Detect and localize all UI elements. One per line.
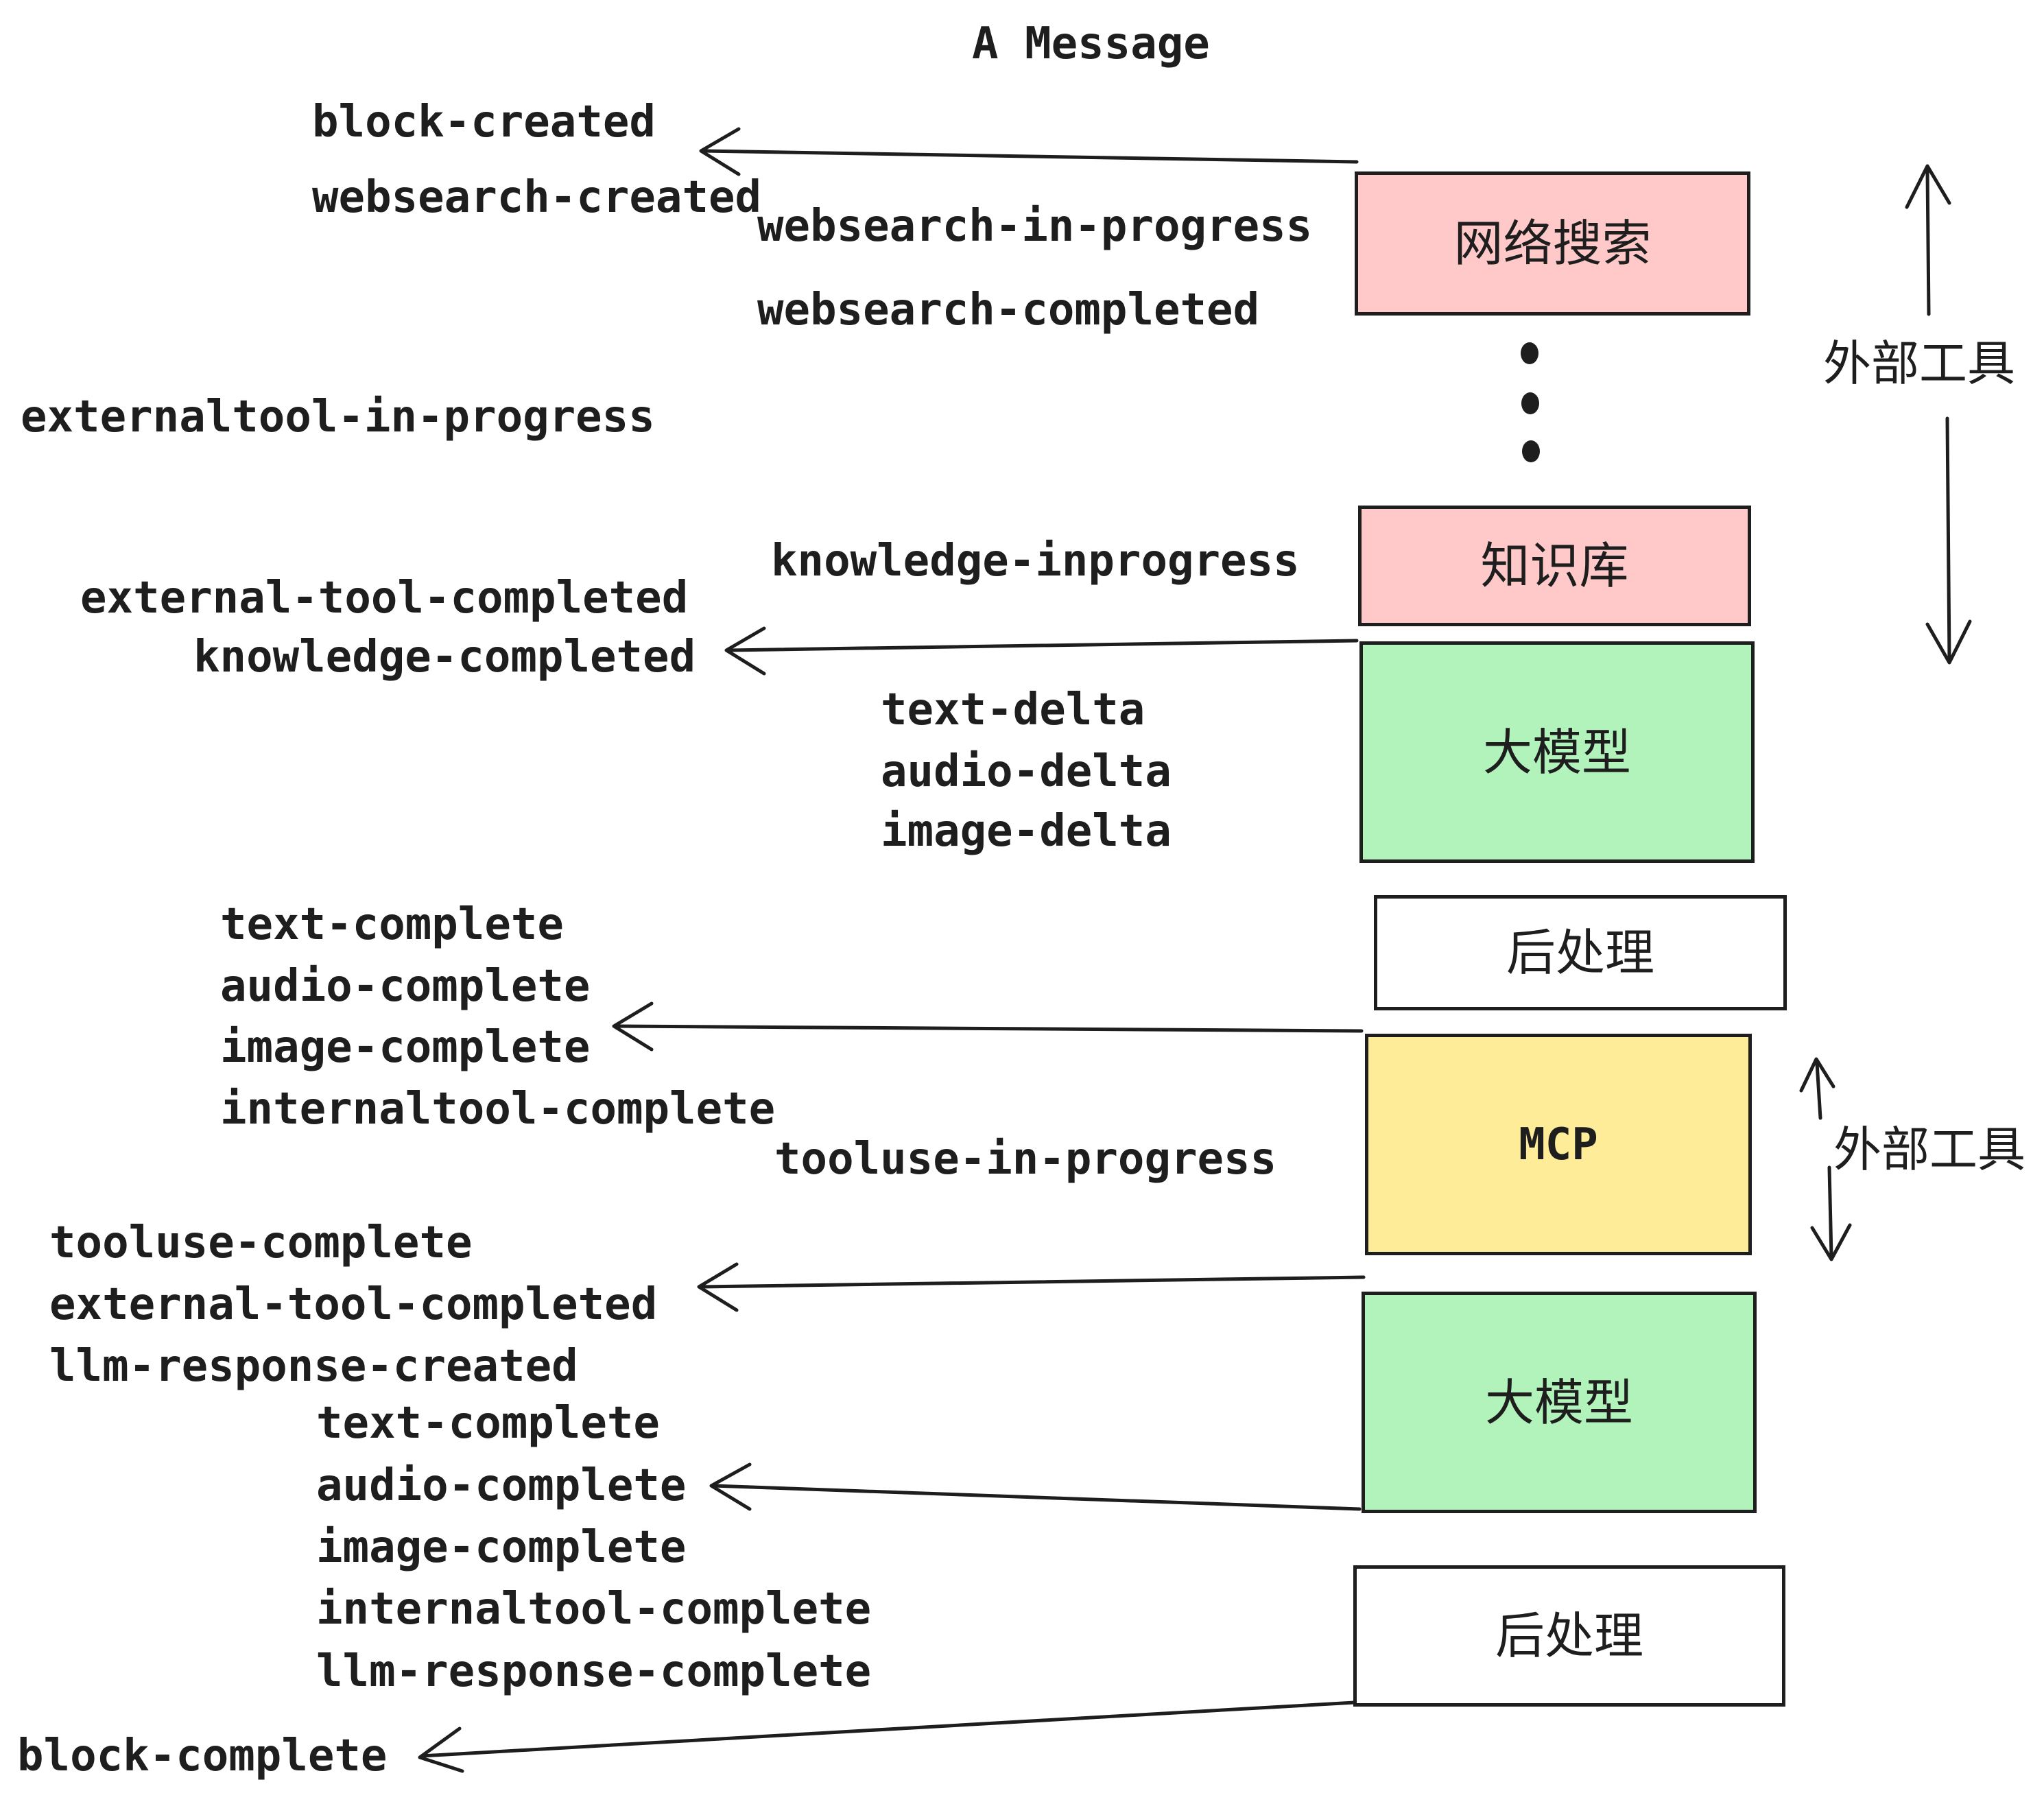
node-llm-1-label: 大模型	[1482, 723, 1631, 781]
node-llm-1: 大模型	[1359, 641, 1755, 863]
event-audio-delta: audio-delta	[881, 746, 1172, 797]
event-tooluse-complete: tooluse-complete	[49, 1218, 473, 1268]
node-web-search: 网络搜索	[1355, 171, 1750, 316]
event-knowledge-completed: knowledge-completed	[193, 632, 696, 683]
node-postprocess-2-label: 后处理	[1495, 1607, 1643, 1665]
arrow-to-block-complete	[418, 1700, 1357, 1773]
external-tools-span-arrow-1	[1905, 164, 1972, 665]
event-externaltool-in-progress: externaltool-in-progress	[21, 392, 655, 442]
external-tools-label-2: 外部工具	[1833, 1121, 2025, 1178]
page-title: A Message	[972, 19, 1210, 69]
event-image-complete: image-complete	[220, 1022, 591, 1073]
node-mcp: MCP	[1365, 1034, 1752, 1255]
event-image-delta: image-delta	[881, 806, 1172, 857]
node-postprocess-1-label: 后处理	[1506, 924, 1654, 982]
event-external-tool-completed: external-tool-completed	[80, 573, 689, 624]
event-audio-complete: audio-complete	[220, 961, 591, 1012]
event-tooluse-in-progress: tooluse-in-progress	[774, 1134, 1277, 1185]
event-external-tool-completed-2: external-tool-completed	[49, 1279, 658, 1330]
node-knowledge-base-label: 知识库	[1480, 537, 1629, 595]
event-llm-response-created: llm-response-created	[49, 1341, 578, 1392]
external-tools-label-1: 外部工具	[1823, 335, 2015, 392]
event-text-complete: text-complete	[220, 899, 564, 950]
node-postprocess-1: 后处理	[1374, 895, 1787, 1010]
event-websearch-in-progress: websearch-in-progress	[757, 201, 1313, 252]
arrow-to-image-complete	[612, 1001, 1364, 1052]
node-llm-2-label: 大模型	[1484, 1373, 1633, 1432]
vertical-ellipsis-icon	[1521, 342, 1540, 462]
node-llm-2: 大模型	[1362, 1292, 1757, 1513]
node-knowledge-base: 知识库	[1358, 506, 1751, 626]
event-text-delta: text-delta	[881, 685, 1145, 735]
event-block-complete: block-complete	[17, 1731, 388, 1781]
node-web-search-label: 网络搜索	[1453, 215, 1652, 272]
arrow-to-websearch-created	[699, 127, 1359, 176]
arrow-to-knowledge-completed	[724, 626, 1359, 676]
event-image-complete-2: image-complete	[316, 1522, 687, 1573]
event-audio-complete-2: audio-complete	[316, 1460, 687, 1511]
event-knowledge-inprogress: knowledge-inprogress	[771, 536, 1300, 586]
event-block-created: block-created	[312, 97, 656, 147]
arrow-to-tooluse-completed	[697, 1262, 1366, 1312]
event-text-complete-2: text-complete	[316, 1398, 660, 1449]
arrow-to-audio-complete	[709, 1462, 1362, 1511]
event-websearch-completed: websearch-completed	[757, 285, 1260, 335]
event-llm-response-complete: llm-response-complete	[316, 1646, 872, 1697]
event-internaltool-complete: internaltool-complete	[220, 1084, 776, 1135]
event-internaltool-complete-2: internaltool-complete	[316, 1584, 872, 1635]
node-postprocess-2: 后处理	[1353, 1565, 1785, 1707]
event-websearch-created: websearch-created	[312, 172, 762, 223]
node-mcp-label: MCP	[1519, 1119, 1598, 1170]
